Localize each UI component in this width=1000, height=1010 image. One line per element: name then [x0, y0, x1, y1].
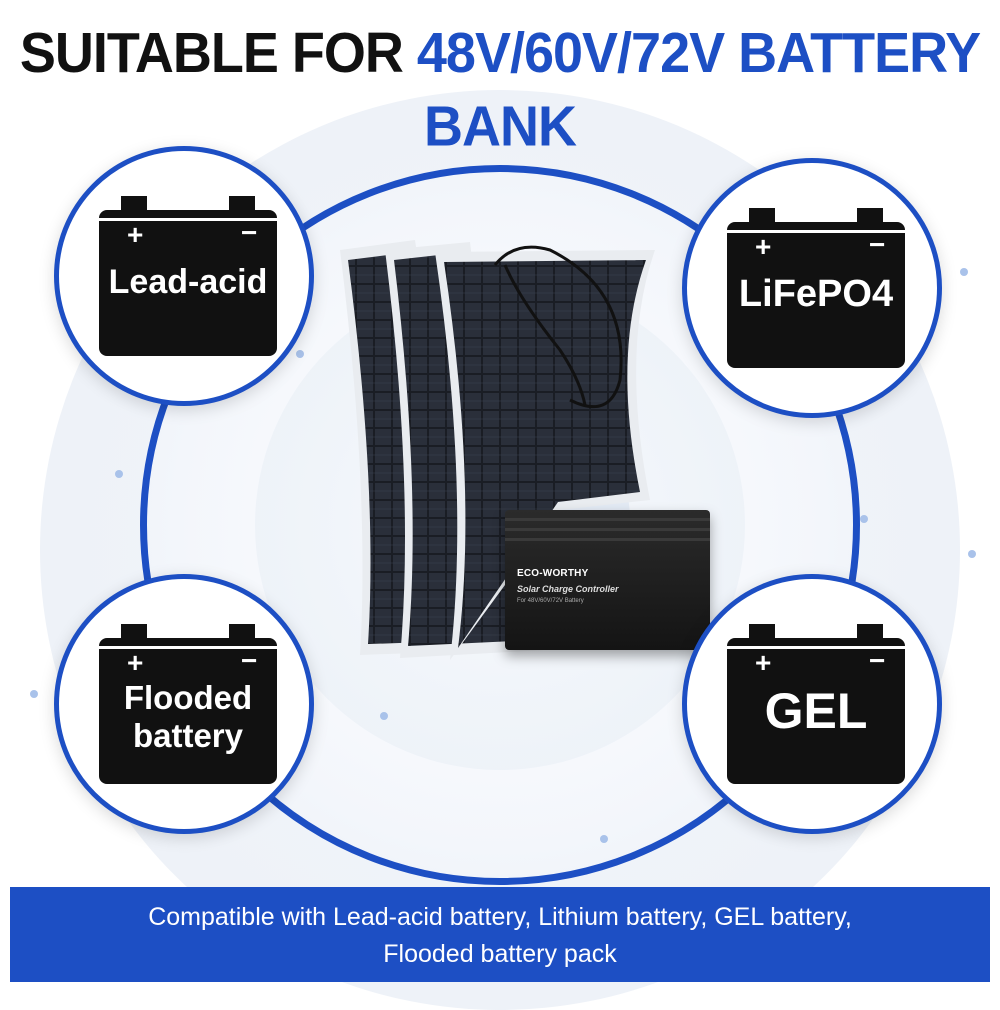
battery-minus: − [869, 645, 886, 676]
footer-line2: Flooded battery pack [383, 940, 617, 968]
battery-label-line2: battery [132, 717, 244, 754]
battery-icon [727, 624, 905, 784]
battery-icon [99, 624, 277, 784]
controller-fin [505, 518, 710, 521]
footer-line1: Compatible with Lead-acid battery, Lithi… [148, 903, 852, 931]
badge-lifepo4: + − LiFePO4 [682, 158, 942, 418]
flexible-solar-panels-illustration [340, 240, 655, 660]
badge-flooded-battery: + − Flooded battery [54, 574, 314, 834]
battery-minus: − [241, 645, 258, 676]
battery-plus: + [755, 647, 772, 678]
decor-dot [960, 268, 968, 276]
controller-brand: ECO-WORTHY [517, 568, 589, 579]
solar-charge-controller: ECO-WORTHY Solar Charge Controller For 4… [505, 510, 710, 650]
battery-label: Lead-acid [108, 263, 268, 301]
decor-dot [600, 835, 608, 843]
decor-dot [296, 350, 304, 358]
battery-label: Flooded battery [99, 679, 277, 755]
controller-title: Solar Charge Controller [517, 584, 619, 594]
battery-icon [99, 196, 277, 356]
battery-label: GEL [764, 683, 868, 739]
battery-minus: − [241, 217, 258, 248]
panel-cable [503, 264, 587, 406]
badge-gel: + − GEL [682, 574, 942, 834]
controller-fin [505, 538, 710, 541]
decor-dot [115, 470, 123, 478]
decor-dot [30, 690, 38, 698]
battery-plus: + [127, 647, 144, 678]
headline-prefix: SUITABLE FOR [19, 21, 404, 85]
controller-fin [505, 528, 710, 531]
battery-label: LiFePO4 [738, 273, 894, 315]
battery-plus: + [127, 219, 144, 250]
decor-dot [380, 712, 388, 720]
battery-minus: − [869, 229, 886, 260]
decor-dot [860, 515, 868, 523]
controller-subtitle: For 48V/60V/72V Battery [517, 598, 584, 604]
headline-highlight: 48V/60V/72V BATTERY BANK [416, 21, 981, 159]
battery-icon [727, 208, 905, 368]
panel-cable [493, 245, 623, 409]
battery-plus: + [755, 231, 772, 262]
badge-lead-acid: + − Lead-acid [54, 146, 314, 406]
headline: SUITABLE FOR 48V/60V/72V BATTERY BANK [0, 17, 1000, 164]
compatibility-footer: Compatible with Lead-acid battery, Lithi… [10, 887, 990, 982]
decor-dot [968, 550, 976, 558]
battery-label-line1: Flooded [123, 679, 253, 716]
solar-panel-front [435, 250, 655, 660]
